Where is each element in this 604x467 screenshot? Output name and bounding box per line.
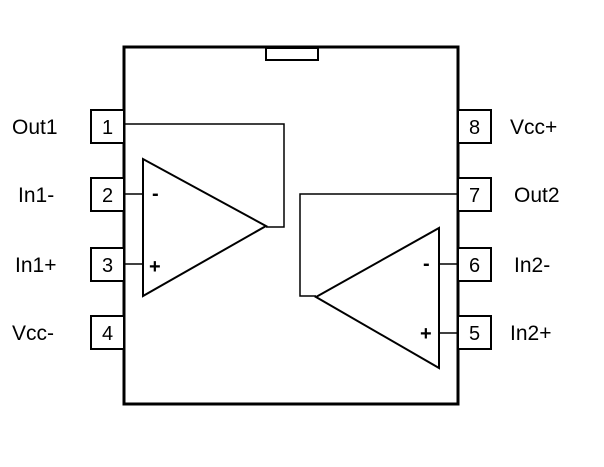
pin-7-number: 7 bbox=[469, 185, 480, 207]
pin-4-number: 4 bbox=[102, 323, 113, 345]
opamp-1-plus-sign: + bbox=[149, 256, 161, 278]
pin-5: 5 In2+ bbox=[457, 315, 551, 350]
opamp-1-triangle bbox=[142, 157, 269, 298]
package-notch bbox=[265, 47, 319, 61]
pin-5-number: 5 bbox=[469, 323, 480, 345]
opamp-2-output-wire bbox=[299, 193, 458, 297]
pin-8-label: Vcc+ bbox=[510, 116, 557, 139]
opamp-2-triangle bbox=[313, 226, 440, 370]
pin-1-label: Out1 bbox=[12, 116, 58, 139]
opamp-1: - + bbox=[124, 123, 285, 298]
pin-3-label: In1+ bbox=[15, 254, 56, 277]
pin-7: 7 Out2 bbox=[457, 177, 560, 212]
pin-8: 8 Vcc+ bbox=[457, 109, 557, 144]
opamp-1-output-wire bbox=[124, 123, 285, 228]
pin-4-label: Vcc- bbox=[12, 322, 54, 345]
pin-6: 6 In2- bbox=[457, 247, 550, 282]
opamp-2-plus-sign: + bbox=[420, 323, 432, 345]
pin-4: 4 Vcc- bbox=[12, 315, 125, 350]
opamp-1-minus-sign: - bbox=[152, 183, 159, 205]
pin-2-number: 2 bbox=[102, 185, 113, 207]
pin-3-number: 3 bbox=[102, 255, 113, 277]
pin-6-number: 6 bbox=[469, 255, 480, 277]
pin-7-label: Out2 bbox=[514, 184, 560, 207]
pin-2-label: In1- bbox=[18, 184, 54, 207]
opamp-2-minus-sign: - bbox=[423, 253, 430, 275]
pin-3: 3 In1+ bbox=[15, 247, 125, 282]
pin-6-label: In2- bbox=[514, 254, 550, 277]
pin-8-number: 8 bbox=[469, 117, 480, 139]
pin-2: 2 In1- bbox=[18, 177, 125, 212]
pin-1-number: 1 bbox=[102, 117, 113, 139]
pin-1: 1 Out1 bbox=[12, 109, 125, 144]
pin-5-label: In2+ bbox=[510, 322, 551, 345]
opamp-2: - + bbox=[299, 193, 458, 370]
